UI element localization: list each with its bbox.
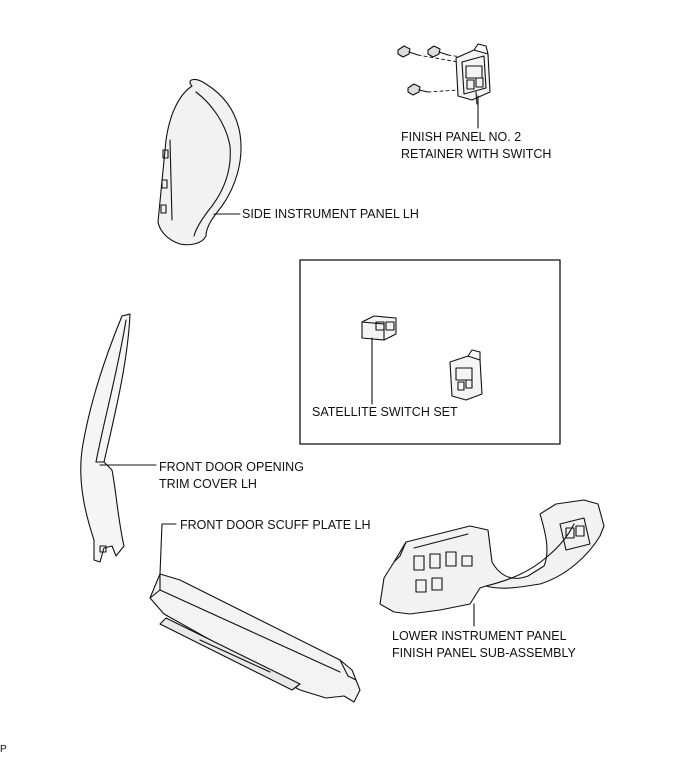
label-lower-panel-line1: LOWER INSTRUMENT PANEL [392, 629, 567, 643]
satellite-switch-small [361, 315, 397, 341]
corner-mark: P [0, 744, 7, 755]
label-side-instrument-panel: SIDE INSTRUMENT PANEL LH [242, 207, 419, 221]
front-door-opening-trim-cover-lh [80, 313, 131, 563]
satellite-switch-retainer [449, 349, 483, 401]
screw-3 [407, 83, 429, 96]
side-instrument-panel-lh [157, 78, 242, 246]
front-door-scuff-plate-lh [149, 573, 361, 703]
label-front-door-opening-line2: TRIM COVER LH [159, 477, 257, 491]
finish-panel-no2-retainer [455, 43, 491, 105]
satellite-switch-inset-box [299, 259, 561, 445]
lower-instrument-panel-finish-panel [379, 499, 605, 615]
label-front-door-scuff-plate: FRONT DOOR SCUFF PLATE LH [180, 518, 371, 532]
label-front-door-opening-line1: FRONT DOOR OPENING [159, 460, 304, 474]
label-finish-panel-no2-line1: FINISH PANEL NO. 2 [401, 130, 522, 144]
screw-guide-lines [417, 54, 469, 93]
label-satellite-switch-set: SATELLITE SWITCH SET [312, 405, 458, 419]
label-lower-panel-line2: FINISH PANEL SUB-ASSEMBLY [392, 646, 576, 660]
leader-front-door-scuff-plate [159, 523, 177, 575]
label-finish-panel-no2-line2: RETAINER WITH SWITCH [401, 147, 552, 161]
screw-2 [427, 45, 449, 58]
screw-1 [397, 45, 419, 58]
